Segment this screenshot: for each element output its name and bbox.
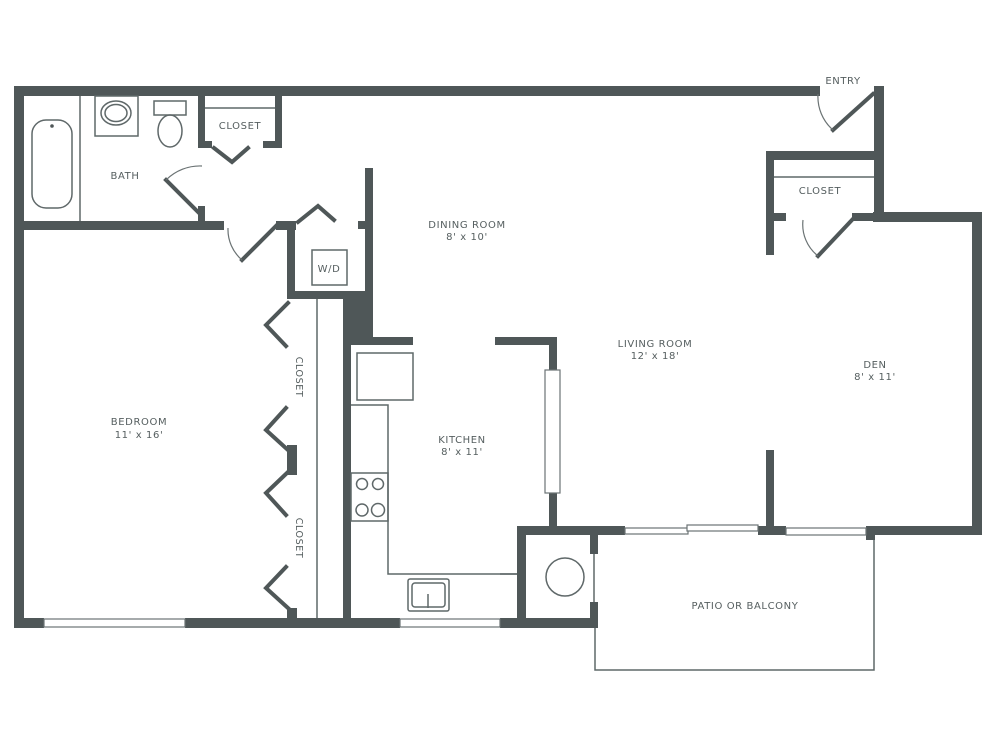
wall-top bbox=[14, 86, 820, 96]
wall-wh-top bbox=[517, 526, 625, 535]
label-bath-closet: CLOSET bbox=[219, 121, 262, 132]
wall-closet-top bbox=[766, 151, 882, 160]
wall-left bbox=[14, 86, 24, 628]
wall-bath-right bbox=[198, 86, 205, 146]
label-bedroom-closet-2: CLOSET bbox=[293, 518, 304, 559]
wall-wd-bottom bbox=[287, 291, 373, 299]
door-swing-arc bbox=[227, 227, 243, 261]
wall-den-left bbox=[766, 450, 774, 535]
label-laundry: W/D bbox=[318, 264, 341, 275]
tub-drain bbox=[50, 124, 54, 128]
door-swing-arc bbox=[165, 165, 203, 181]
wall-stub bbox=[866, 526, 875, 540]
door-closet-1b[interactable] bbox=[263, 405, 291, 453]
door-closet-2a[interactable] bbox=[263, 469, 291, 518]
room-labels: BATH CLOSET ENTRY CLOSET DINING ROOM 8' … bbox=[111, 76, 896, 612]
label-bedroom-closet-1: CLOSET bbox=[293, 357, 304, 398]
wall-closet-left bbox=[766, 151, 774, 255]
wall-closet-stub bbox=[263, 141, 282, 148]
door-entry[interactable] bbox=[830, 91, 876, 133]
door-swing-arc bbox=[802, 219, 819, 257]
door-bath[interactable] bbox=[163, 177, 203, 217]
wall-kitchen-top-left bbox=[343, 337, 413, 345]
label-bath: BATH bbox=[111, 171, 140, 182]
windows bbox=[43, 369, 867, 628]
wall-closet-divider bbox=[287, 445, 297, 475]
doors bbox=[163, 91, 876, 611]
wall-closet-stub bbox=[852, 213, 882, 221]
walls bbox=[14, 86, 982, 628]
sliding-door-living-left bbox=[624, 527, 689, 535]
label-bedroom: BEDROOM bbox=[111, 417, 167, 428]
wall-block bbox=[343, 291, 373, 343]
wall-wh-right-top bbox=[590, 526, 598, 554]
wall-kitchen-left bbox=[343, 337, 351, 628]
kitchen-sink-icon bbox=[407, 578, 450, 612]
wall-kitchen-right-bottom bbox=[549, 493, 557, 531]
sink-icon bbox=[94, 95, 139, 137]
washer-dryer-icon bbox=[311, 249, 348, 286]
wall-closet-stub bbox=[766, 213, 786, 221]
door-closet-2b[interactable] bbox=[263, 564, 291, 611]
wall-closet-stub bbox=[198, 141, 212, 148]
wall-den-bottom bbox=[866, 526, 980, 535]
wall-den-right bbox=[972, 212, 982, 535]
wall-wh-left bbox=[517, 526, 526, 628]
label-living-room: LIVING ROOM bbox=[618, 339, 693, 350]
water-heater-icon bbox=[545, 557, 585, 597]
door-closet-1a[interactable] bbox=[263, 300, 291, 349]
label-den: DEN bbox=[863, 360, 886, 371]
label-den-size: 8' x 11' bbox=[854, 372, 896, 383]
door-swing-arc bbox=[817, 93, 834, 131]
stove-icon bbox=[350, 472, 389, 522]
wall-wd-right bbox=[365, 168, 373, 343]
label-entry: ENTRY bbox=[825, 76, 861, 87]
wall-wh-right-bottom bbox=[590, 602, 598, 628]
door-bedroom[interactable] bbox=[239, 223, 279, 263]
window-bedroom bbox=[43, 618, 186, 628]
wall-bottom-seg bbox=[500, 618, 598, 628]
wall-seg bbox=[276, 221, 296, 230]
fixtures bbox=[31, 95, 875, 671]
label-kitchen: KITCHEN bbox=[438, 435, 486, 446]
window-kitchen-side bbox=[544, 369, 561, 494]
wall-stub bbox=[358, 221, 368, 229]
wall-closet-right bbox=[275, 86, 282, 148]
label-dining-room: DINING ROOM bbox=[428, 220, 505, 231]
label-living-room-size: 12' x 18' bbox=[631, 351, 680, 362]
door-laundry[interactable] bbox=[295, 203, 337, 225]
wall-den-top bbox=[873, 212, 982, 222]
wall-bath-right-lower bbox=[198, 206, 205, 228]
patio-outline bbox=[594, 540, 875, 671]
wall-bottom-seg bbox=[14, 618, 44, 628]
door-entry-closet[interactable] bbox=[815, 217, 855, 259]
label-kitchen-size: 8' x 11' bbox=[441, 447, 483, 458]
wall-kitchen-top-right bbox=[495, 337, 557, 345]
sliding-door-den bbox=[785, 527, 867, 536]
door-bath-closet[interactable] bbox=[211, 145, 251, 165]
wall-closet-end bbox=[287, 608, 297, 628]
label-patio: PATIO OR BALCONY bbox=[692, 601, 799, 612]
refrigerator-icon bbox=[356, 352, 414, 401]
wall-bath-bedroom bbox=[14, 221, 224, 230]
toilet-icon bbox=[153, 100, 187, 116]
wall-kitchen-right-top bbox=[549, 337, 557, 370]
label-entry-closet: CLOSET bbox=[799, 186, 842, 197]
wall-wd-left bbox=[287, 221, 295, 299]
window-kitchen bbox=[399, 618, 501, 628]
bathtub-icon bbox=[31, 119, 73, 209]
label-bedroom-size: 11' x 16' bbox=[115, 430, 164, 441]
label-dining-room-size: 8' x 10' bbox=[446, 232, 488, 243]
sliding-door-living-right bbox=[686, 524, 759, 532]
